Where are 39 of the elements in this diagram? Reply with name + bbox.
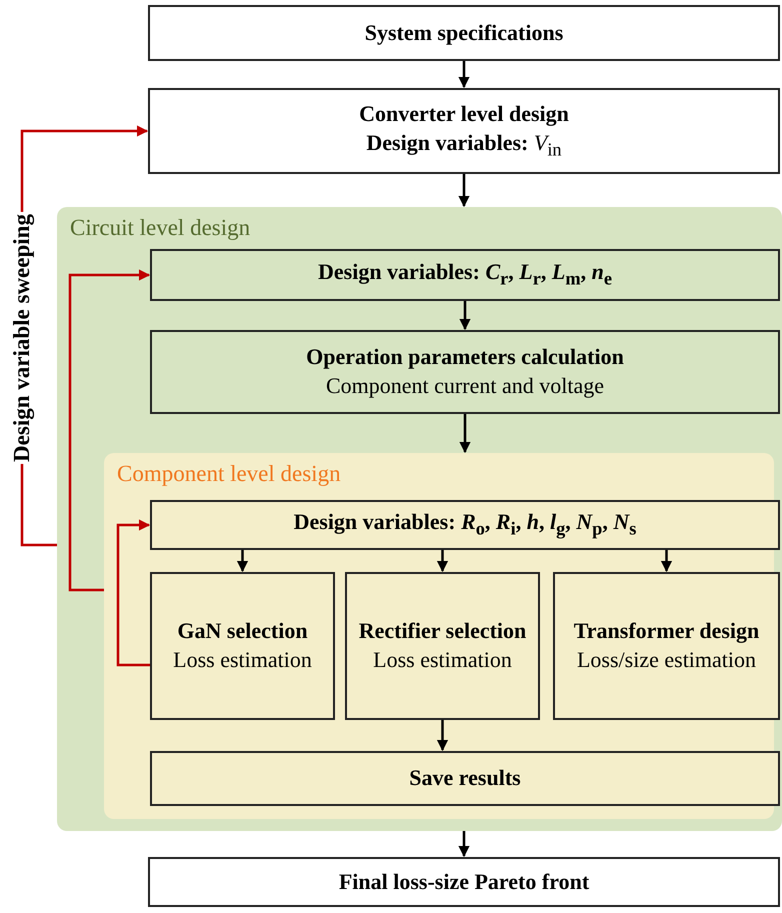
arrow bbox=[660, 550, 672, 572]
process-box bbox=[150, 751, 780, 806]
box-title: Final loss-size Pareto front bbox=[338, 868, 590, 896]
group-label: Circuit level design bbox=[70, 214, 250, 242]
box-title: GaN selection bbox=[177, 617, 308, 646]
arrow bbox=[459, 414, 471, 454]
box-title: Save results bbox=[409, 764, 521, 792]
process-box bbox=[150, 249, 780, 301]
process-box bbox=[148, 857, 780, 907]
arrow bbox=[458, 61, 470, 88]
box-title: Converter level design bbox=[359, 100, 569, 128]
process-box bbox=[553, 572, 780, 720]
box-title: System specifications bbox=[364, 18, 564, 47]
arrow bbox=[436, 550, 448, 572]
box-text: Component current and voltage bbox=[326, 372, 604, 400]
feedback-arrow bbox=[68, 269, 150, 592]
process-box bbox=[148, 5, 780, 61]
feedback-arrow bbox=[116, 519, 150, 666]
process-box bbox=[345, 572, 540, 720]
process-box bbox=[148, 88, 780, 174]
box-text: Loss/size estimation bbox=[576, 646, 756, 674]
box-text: Design variables: V$_{in}$ bbox=[366, 128, 562, 162]
box-title: Rectifier selection bbox=[358, 617, 526, 646]
box-title: Design variables: C$_{r}$, L$_{r}$, L$_{m}$, n$_{e}$ bbox=[318, 258, 612, 291]
box-title: Operation parameters calculation bbox=[306, 343, 624, 372]
arrow bbox=[458, 831, 470, 858]
box-title: Design variables: R$_{o}$, R$_{i}$, h, l$_{g}$, N$_{p}$, N$_{s}$ bbox=[294, 508, 636, 541]
arrow bbox=[436, 720, 448, 752]
process-box bbox=[150, 500, 780, 550]
arrow bbox=[236, 550, 248, 572]
group-label: Component level design bbox=[117, 460, 341, 488]
group-panel bbox=[57, 207, 782, 831]
box-text: Loss estimation bbox=[173, 646, 312, 674]
arrow bbox=[459, 301, 471, 330]
box-text: Loss estimation bbox=[373, 646, 512, 674]
box-title: Transformer design bbox=[574, 617, 760, 646]
process-box bbox=[150, 572, 335, 720]
arrow bbox=[458, 174, 470, 208]
process-box bbox=[150, 330, 780, 414]
